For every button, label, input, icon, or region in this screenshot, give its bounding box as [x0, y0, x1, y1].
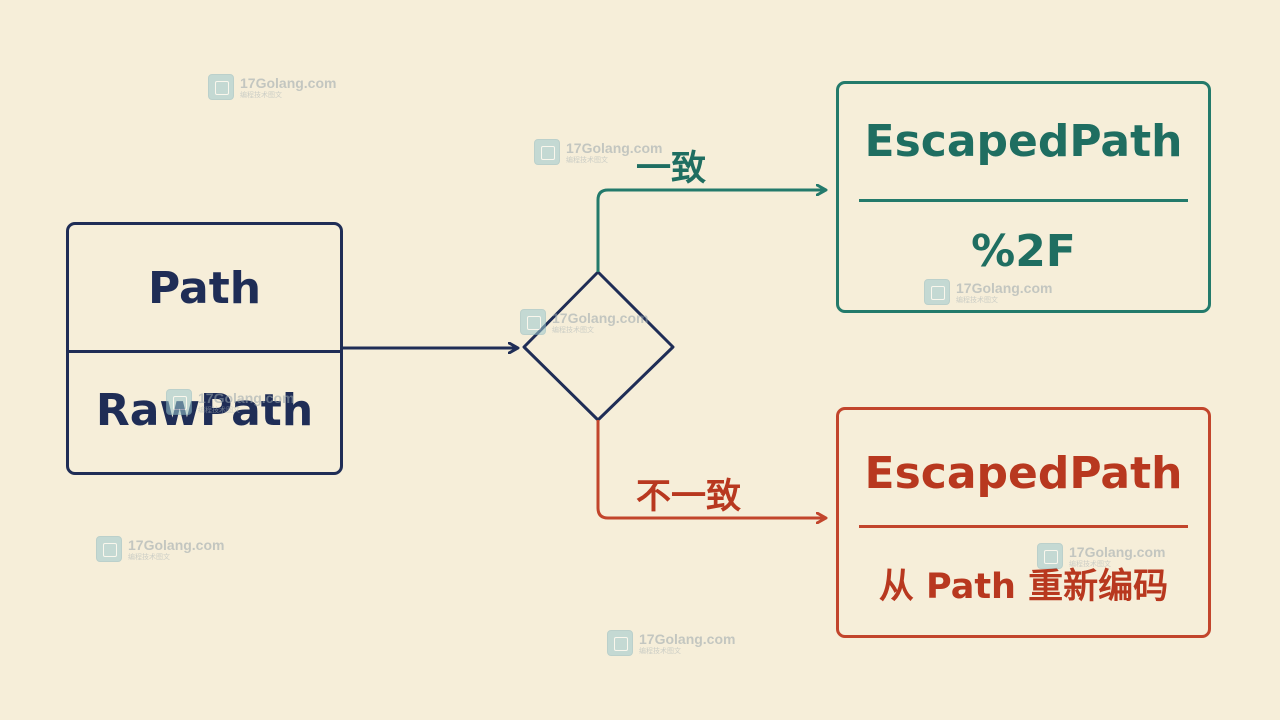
match-result-box: EscapedPath %2F — [836, 81, 1211, 313]
watermark-logo-icon — [166, 389, 192, 415]
source-path-label: Path — [147, 263, 262, 314]
watermark-logo-icon — [924, 279, 950, 305]
mismatch-result-box: EscapedPath 从 Path 重新编码 — [836, 407, 1211, 638]
match-detail: %2F — [971, 226, 1076, 277]
match-branch-label: 一致 — [636, 149, 707, 189]
watermark-logo-icon — [534, 139, 560, 165]
watermark-logo-icon — [520, 309, 546, 335]
watermark-logo-icon — [1037, 543, 1063, 569]
source-box: Path RawPath — [66, 222, 343, 475]
source-rawpath-label: RawPath — [95, 385, 314, 436]
match-divider — [859, 199, 1188, 202]
watermark-logo-icon — [607, 630, 633, 656]
watermark-logo-icon — [208, 74, 234, 100]
edge-mismatch — [596, 420, 826, 518]
source-divider — [69, 350, 340, 353]
edge-match — [596, 190, 826, 272]
watermark-logo-icon — [96, 536, 122, 562]
match-title: EscapedPath — [864, 116, 1183, 167]
mismatch-title: EscapedPath — [864, 448, 1183, 499]
decision-diamond — [522, 270, 675, 422]
mismatch-divider — [859, 525, 1188, 528]
mismatch-detail: 从 Path 重新编码 — [878, 567, 1169, 607]
mismatch-branch-label: 不一致 — [636, 477, 742, 517]
